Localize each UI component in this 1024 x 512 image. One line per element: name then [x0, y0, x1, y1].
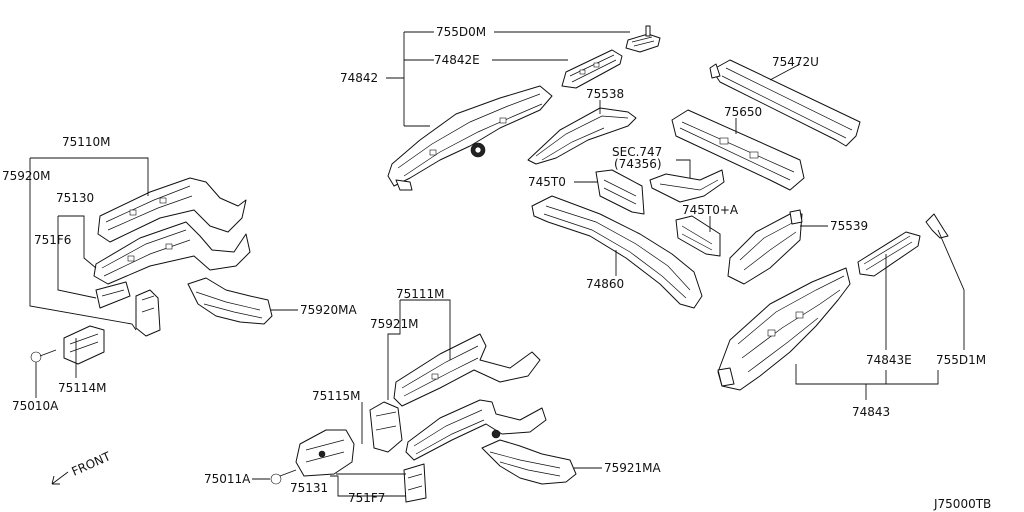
part-75131: [405, 399, 547, 461]
part-75111M: [393, 333, 541, 407]
part-75130: [93, 221, 251, 285]
part-755D0M: [625, 25, 661, 53]
leader-75110M: [29, 157, 149, 398]
label-75110M: 75110M: [62, 135, 111, 149]
part-75115M: [369, 401, 403, 453]
leader-74356: [676, 159, 691, 178]
part-74843: [717, 267, 851, 391]
part-745T0A: [675, 215, 721, 257]
leader-74842: [386, 31, 630, 127]
label-75650: 75650: [724, 105, 762, 119]
label-74843E: 74843E: [866, 353, 912, 367]
label-75130: 75130: [56, 191, 94, 205]
part-75650: [671, 109, 805, 191]
part-74842E: [561, 49, 623, 89]
label-75921MA: 75921MA: [604, 461, 662, 475]
part-75011A: [270, 469, 297, 485]
part-75472U: [709, 59, 861, 147]
leader-75472U: [769, 63, 801, 81]
label-755D1M: 755D1M: [936, 353, 986, 367]
label-75115M: 75115M: [312, 389, 361, 403]
part-75921MA: [481, 439, 577, 485]
label-755D0M: 755D0M: [436, 25, 486, 39]
part-751F7: [403, 463, 427, 503]
label-74842: 74842: [340, 71, 378, 85]
label-75921M: 75921M: [370, 317, 419, 331]
leader-74843: [795, 229, 965, 400]
part-75114M: [63, 289, 161, 365]
part-751F6: [95, 281, 131, 309]
label-74356: (74356): [614, 157, 662, 171]
drawing-code: J75000TB: [933, 497, 991, 511]
label-75920M: 75920M: [2, 169, 51, 183]
label-75111M: 75111M: [396, 287, 445, 301]
part-75110M: [97, 177, 247, 243]
label-75472U: 75472U: [772, 55, 819, 69]
label-751F7: 751F7: [348, 491, 385, 505]
label-75131: 75131: [290, 481, 328, 495]
label-74842E: 74842E: [434, 53, 480, 67]
part-75010A: [30, 349, 57, 363]
part-74842: [387, 85, 553, 191]
label-75539: 75539: [830, 219, 868, 233]
part-74843E: [857, 231, 921, 277]
label-sec747: SEC.747: [612, 145, 662, 159]
label-75538: 75538: [586, 87, 624, 101]
label-751F6: 751F6: [34, 233, 71, 247]
label-75114M: 75114M: [58, 381, 107, 395]
label-75920MA: 75920MA: [300, 303, 358, 317]
part-75539: [727, 209, 803, 285]
part-745T0: [595, 169, 645, 215]
label-74843: 74843: [852, 405, 890, 419]
part-75921M: [295, 429, 355, 477]
part-74860: [531, 195, 703, 309]
part-74356: [649, 169, 725, 203]
label-75010A: 75010A: [12, 399, 59, 413]
front-arrow-icon: [51, 471, 69, 485]
label-745T0: 745T0: [528, 175, 566, 189]
label-74860: 74860: [586, 277, 624, 291]
label-front: FRONT: [70, 449, 114, 479]
label-745T0A: 745T0+A: [682, 203, 739, 217]
part-755D1M: [925, 213, 949, 239]
leader-75111M: [252, 299, 451, 497]
part-75920MA: [187, 277, 273, 325]
label-75011A: 75011A: [204, 472, 251, 486]
part-75538: [527, 107, 637, 165]
